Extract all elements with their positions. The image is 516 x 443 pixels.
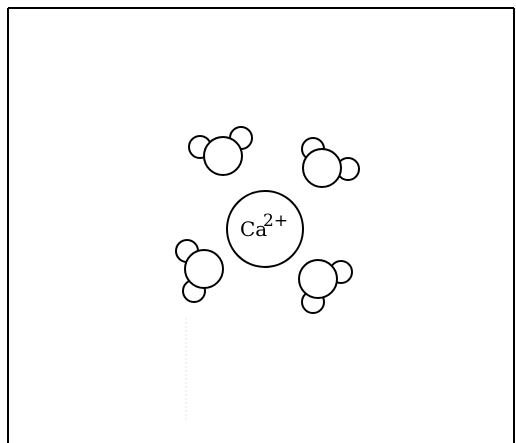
oxygen-atom: [302, 148, 342, 188]
water-molecule-bottom-left: [175, 239, 224, 303]
water-molecule-top-right: [301, 137, 360, 188]
oxygen-atom: [203, 136, 243, 176]
calcium-ion-circle: [226, 190, 304, 268]
oxygen-atom: [298, 259, 338, 299]
calcium-ion: Ca 2+: [226, 190, 304, 268]
water-molecule-bottom-right: [298, 259, 353, 314]
water-molecule-top-left: [188, 126, 253, 176]
ion-symbol: Ca: [240, 217, 267, 241]
diagram-frame: [7, 7, 515, 443]
oxygen-atom: [184, 249, 224, 289]
ion-charge: 2+: [263, 211, 288, 231]
